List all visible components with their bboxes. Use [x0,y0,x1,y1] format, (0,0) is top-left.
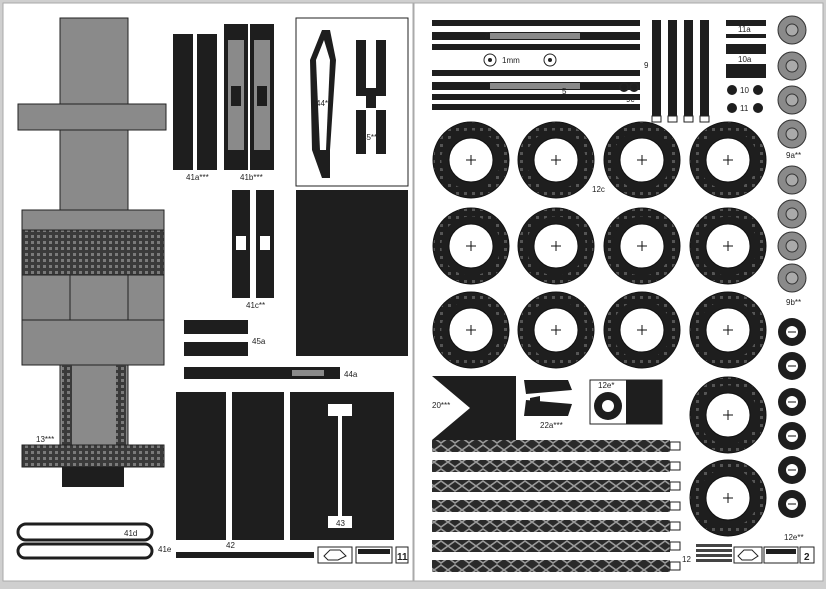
tread-strip [432,520,681,532]
label-41d: 41d [124,529,137,538]
label-9: 9 [644,61,649,70]
label-1mm: 1mm [502,56,520,65]
tire-wheel [689,459,767,537]
label-41a: 41a*** [186,173,209,182]
tire-wheel [603,207,681,285]
parts-10-11 [726,20,766,113]
label-22a: 22a*** [540,421,563,430]
label-11a: 11a [738,25,751,34]
part-42-43 [176,392,394,540]
wheels-12e [778,318,806,518]
label-45: 45** [362,133,377,142]
tread-strip [432,480,681,492]
hub-disc [777,199,807,229]
tread-strip [432,460,681,472]
label-5: 5 [562,87,567,96]
part-22a [524,380,572,416]
part-41c [232,190,274,298]
label-42: 42 [226,541,235,550]
small-wheel [778,318,806,346]
label-11: 11 [740,104,749,113]
label-12e: 12e* [598,381,614,390]
tire-wheel [517,207,595,285]
part-45a [184,320,248,356]
tire-wheel [432,207,510,285]
hubs-9a-9b [777,15,807,293]
tread-strip [432,500,681,512]
small-wheel [778,422,806,450]
hub-disc [777,165,807,195]
tire-wheel [603,291,681,369]
label-12e2: 12e** [784,533,804,542]
small-wheel [778,456,806,484]
label-41c: 41c** [246,301,265,310]
part-9-strips [651,20,710,123]
tire-wheel [689,376,767,454]
tire-wheel [689,207,767,285]
hub-disc [777,119,807,149]
part-13-chassis [17,17,167,487]
small-wheel [778,490,806,518]
tread-strip [432,560,681,572]
label-44: 44** [316,99,331,108]
parts-5-7-bars [432,20,640,110]
part-41d-41e [16,522,314,560]
tread-strip [432,540,681,552]
label-9b: 9b** [786,298,801,307]
hub-disc [777,85,807,115]
label-20: 20*** [432,401,450,410]
part-12-beads [696,544,732,562]
wheels-grid [432,121,767,537]
tire-wheel [689,291,767,369]
label-9a: 9a** [786,151,801,160]
part-44a [184,367,340,379]
left-page-number: 11 [397,552,408,563]
part-9c [619,82,639,92]
tire-wheel [689,121,767,199]
label-12c: 12c [592,185,605,194]
hub-disc [777,231,807,261]
hub-disc [777,15,807,45]
label-13: 13*** [36,435,54,444]
label-9c: 9c* [626,95,638,104]
tire-wheel [432,291,510,369]
small-wheel [778,388,806,416]
part-20 [432,376,516,440]
label-12: 12 [682,555,691,564]
right-footer-logos [733,546,815,564]
tire-wheel [432,121,510,199]
label-41b: 41b*** [240,173,263,182]
label-10: 10 [740,86,749,95]
tire-wheel [517,121,595,199]
label-10a: 10a [738,55,752,64]
tread-strips [432,440,681,572]
hub-disc [777,51,807,81]
label-43: 43 [336,519,345,528]
hub-disc [777,263,807,293]
label-45a: 45a [252,337,266,346]
tire-wheel [603,121,681,199]
part-41a [173,34,217,170]
small-wheel [778,352,806,380]
left-footer-logos [317,546,409,564]
part-12e-single [589,379,663,425]
right-page-number: 2 [804,552,810,563]
part-44-45 [295,17,409,356]
label-44a: 44a [344,370,358,379]
tire-wheel [517,291,595,369]
label-7: 7 [484,31,489,40]
label-41e: 41e [158,545,172,554]
part-41b [224,24,274,170]
tread-strip [432,440,681,452]
